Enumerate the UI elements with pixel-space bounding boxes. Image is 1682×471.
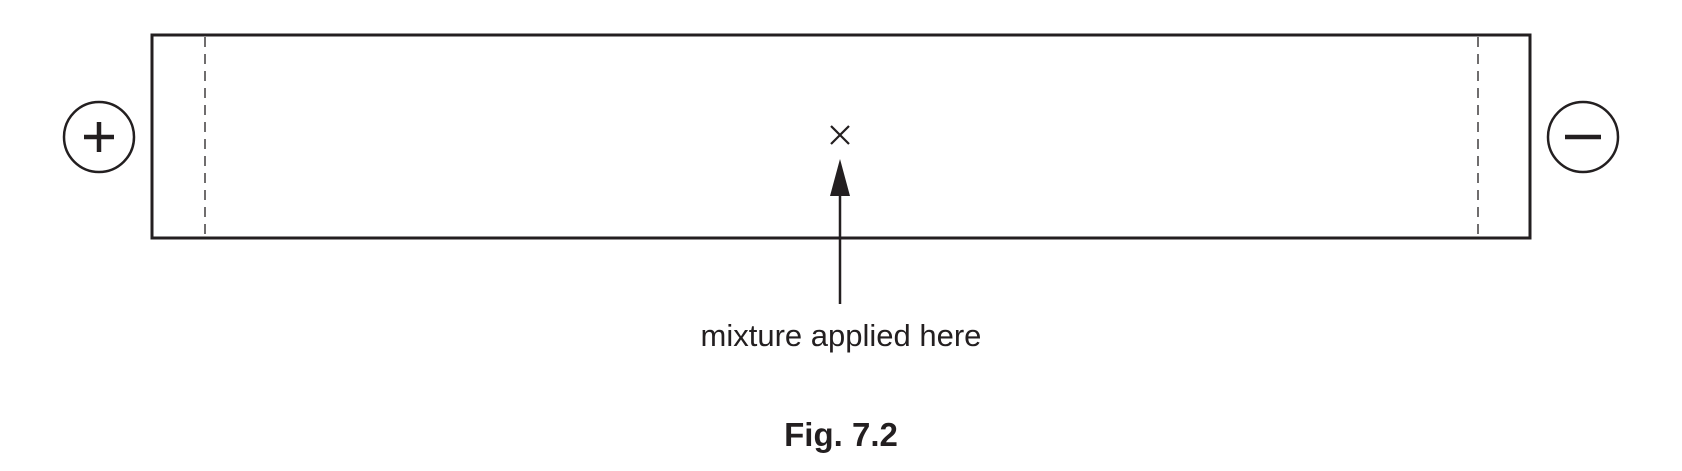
arrow-icon [830, 159, 850, 304]
positive-electrode-icon [62, 100, 136, 174]
application-cross-icon [830, 125, 850, 145]
mixture-label: mixture applied here [701, 318, 982, 353]
figure-caption: Fig. 7.2 [784, 416, 898, 453]
negative-electrode-icon [1546, 100, 1620, 174]
